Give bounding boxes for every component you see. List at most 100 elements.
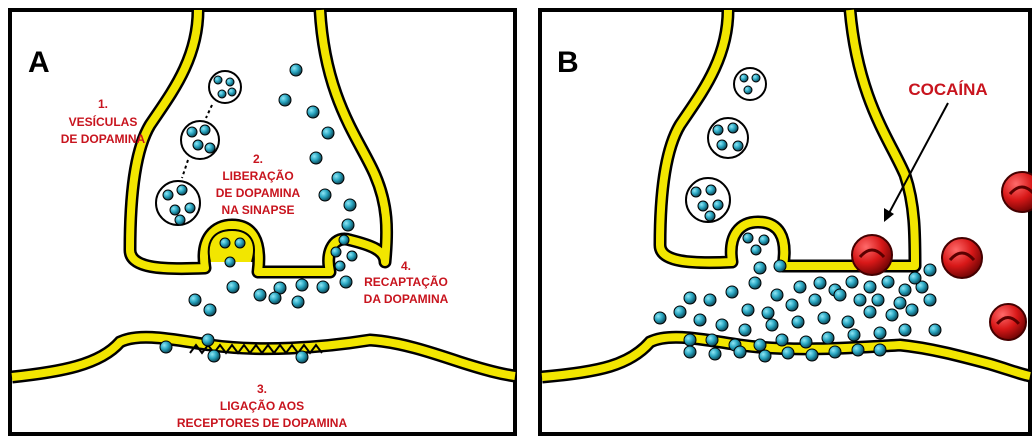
label-binding-number: 3. [257, 382, 267, 396]
dopamine-molecule [792, 316, 804, 328]
dopamine-molecule [220, 238, 230, 248]
dopamine-molecule [705, 211, 715, 221]
dopamine-molecule [874, 327, 886, 339]
dopamine-molecule [794, 281, 806, 293]
dopamine-molecule [307, 106, 319, 118]
dopamine-molecule [726, 286, 738, 298]
dopamine-molecule [800, 336, 812, 348]
cocaine-molecule [852, 235, 892, 275]
dopamine-molecule [187, 127, 197, 137]
cocaine-molecule [990, 304, 1026, 340]
label-vesicles-line1: VESÍCULAS [69, 114, 138, 129]
dopamine-molecule [929, 324, 941, 336]
label-binding-line2: RECEPTORES DE DOPAMINA [177, 416, 348, 430]
dopamine-molecule [342, 219, 354, 231]
dopamine-molecule [310, 152, 322, 164]
panel-b-letter: B [557, 46, 579, 79]
dopamine-molecule [899, 284, 911, 296]
label-release-number: 2. [253, 152, 263, 166]
dopamine-molecule [771, 289, 783, 301]
dopamine-molecule [806, 349, 818, 361]
dopamine-molecule [744, 86, 752, 94]
dopamine-molecule [713, 200, 723, 210]
dopamine-molecule [339, 235, 349, 245]
dopamine-molecule [846, 276, 858, 288]
dopamine-molecule [894, 297, 906, 309]
label-release-line2: DE DOPAMINA [216, 186, 301, 200]
dopamine-molecule [218, 90, 226, 98]
dopamine-molecule [776, 334, 788, 346]
label-reuptake-number: 4. [401, 259, 411, 273]
dopamine-molecule [740, 74, 748, 82]
dopamine-molecule [691, 187, 701, 197]
panel-a: A 1. VESÍCULAS DE DOPAMINA 2. LIBERAÇÃO … [10, 10, 515, 434]
dopamine-molecule [227, 281, 239, 293]
dopamine-molecule [774, 260, 786, 272]
dopamine-molecule [742, 304, 754, 316]
dopamine-molecule [818, 312, 830, 324]
dopamine-molecule [759, 350, 771, 362]
dopamine-molecule [906, 304, 918, 316]
dopamine-molecule [654, 312, 666, 324]
vesicle [734, 68, 766, 100]
dopamine-molecule [864, 306, 876, 318]
label-binding-line1: LIGAÇÃO AOS [220, 398, 304, 413]
label-vesicles-number: 1. [98, 97, 108, 111]
dopamine-molecule [684, 292, 696, 304]
dopamine-molecule [684, 334, 696, 346]
label-release-line3: NA SINAPSE [222, 203, 295, 217]
dopamine-molecule [177, 185, 187, 195]
dopamine-molecule [814, 277, 826, 289]
dopamine-molecule [698, 201, 708, 211]
dopamine-molecule [189, 294, 201, 306]
dopamine-molecule [347, 251, 357, 261]
dopamine-molecule [782, 347, 794, 359]
dopamine-molecule [319, 189, 331, 201]
dopamine-molecule [279, 94, 291, 106]
dopamine-molecule [160, 341, 172, 353]
dopamine-molecule [751, 245, 761, 255]
dopamine-molecule [909, 272, 921, 284]
dopamine-molecule [728, 123, 738, 133]
dopamine-molecule [924, 264, 936, 276]
dopamine-molecule [766, 319, 778, 331]
dopamine-molecule [882, 276, 894, 288]
dopamine-molecule [759, 235, 769, 245]
label-release-line1: LIBERAÇÃO [222, 168, 293, 183]
dopamine-molecule [317, 281, 329, 293]
dopamine-molecule [175, 215, 185, 225]
dopamine-molecule [706, 334, 718, 346]
dopamine-molecule [854, 294, 866, 306]
dopamine-molecule [674, 306, 686, 318]
dopamine-molecule [340, 276, 352, 288]
dopamine-molecule [684, 346, 696, 358]
dopamine-molecule [706, 185, 716, 195]
dopamine-molecule [205, 143, 215, 153]
dopamine-molecule [713, 125, 723, 135]
dopamine-molecule [899, 324, 911, 336]
panel-a-frame [10, 10, 515, 434]
dopamine-molecule [193, 140, 203, 150]
dopamine-molecule [924, 294, 936, 306]
dopamine-molecule [208, 350, 220, 362]
dopamine-molecule [716, 319, 728, 331]
dopamine-molecule [704, 294, 716, 306]
dopamine-molecule [754, 339, 766, 351]
dopamine-molecule [874, 344, 886, 356]
dopamine-molecule [842, 316, 854, 328]
dopamine-molecule [754, 262, 766, 274]
cocaine-molecule [942, 238, 982, 278]
dopamine-molecule [848, 329, 860, 341]
dopamine-molecule [733, 141, 743, 151]
dopamine-molecule [739, 324, 751, 336]
dopamine-molecule [225, 257, 235, 267]
dopamine-molecule [762, 307, 774, 319]
dopamine-molecule [292, 296, 304, 308]
dopamine-molecule [170, 205, 180, 215]
dopamine-molecule [344, 199, 356, 211]
dopamine-molecule [743, 233, 753, 243]
dopamine-molecule [749, 277, 761, 289]
dopamine-molecule [254, 289, 266, 301]
dopamine-molecule [269, 292, 281, 304]
dopamine-molecule [717, 140, 727, 150]
